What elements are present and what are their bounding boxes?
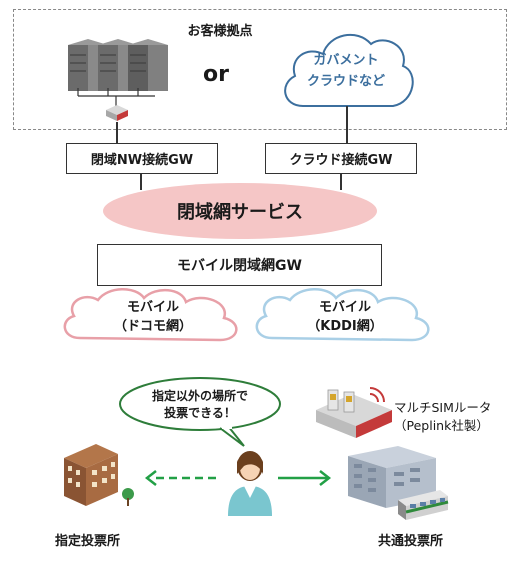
cloud-gateway-box: クラウド接続GW [265, 143, 417, 174]
kddi-line2: （KDDI網） [307, 319, 383, 334]
docomo-line2: （ドコモ網） [113, 319, 192, 334]
arrow-to-common [278, 470, 332, 486]
kddi-cloud-shape [255, 288, 430, 342]
server-connection-lines [77, 88, 155, 106]
router-icon [106, 105, 128, 121]
router-label-line2: （Peplink社製） [394, 418, 489, 433]
gov-cloud-line2: クラウドなど [306, 74, 385, 89]
gov-cloud-line1: ガバメント [313, 53, 379, 68]
kddi-line1: モバイル [318, 300, 371, 315]
customer-site-frame [13, 9, 507, 130]
speech-line1: 指定以外の場所で [151, 389, 248, 403]
closed-network-service-label: 閉域網サービス [177, 202, 303, 223]
docomo-line1: モバイル [126, 300, 179, 315]
person-icon [228, 451, 272, 516]
router-label-line1: マルチSIMルータ [394, 400, 492, 415]
multi-sim-router-icon [316, 387, 392, 438]
common-station-building-icon [348, 446, 449, 520]
closed-network-service-ellipse [103, 183, 377, 239]
speech-line2: 投票できる！ [164, 406, 236, 420]
common-station-label: 共通投票所 [378, 534, 444, 549]
docomo-cloud-shape [63, 288, 238, 342]
or-label: or [203, 62, 229, 87]
mobile-gateway-box: モバイル閉域網GW [97, 244, 382, 286]
closed-nw-gateway-box: 閉域NW接続GW [66, 143, 218, 174]
dashed-arrow-to-designated [144, 470, 218, 486]
customer-site-title: お客様拠点 [187, 24, 253, 39]
server-rack-icon [68, 39, 168, 91]
speech-bubble [119, 377, 281, 447]
cloud-icon [284, 34, 414, 107]
designated-station-label: 指定投票所 [55, 534, 121, 549]
designated-station-building-icon [64, 444, 134, 506]
